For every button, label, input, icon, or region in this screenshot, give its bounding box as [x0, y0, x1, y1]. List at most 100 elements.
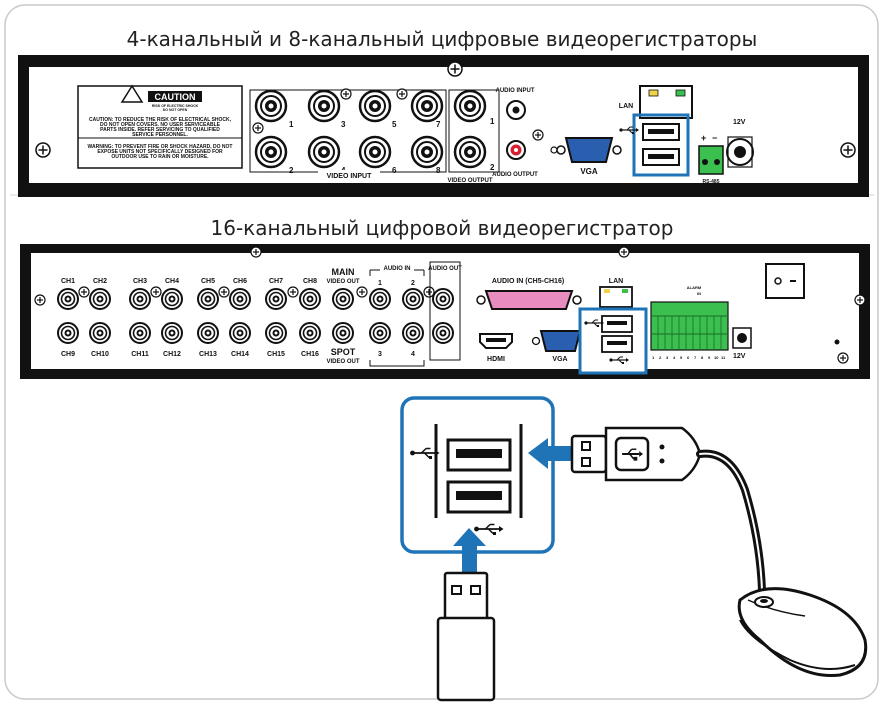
ch-label: CH1	[61, 278, 75, 285]
terminal-number-label: 4	[673, 355, 676, 360]
ch-label: CH3	[133, 278, 147, 285]
bnc-connector	[402, 322, 424, 344]
usb-highlight-box	[632, 113, 690, 177]
power-label: 12V	[733, 119, 746, 126]
terminal-number-label: 1	[652, 355, 655, 360]
caution-label: CAUTION RISK OF ELECTRIC SHOCK DO NOT OP…	[77, 84, 243, 169]
audio-input-label: AUDIO INPUT	[496, 88, 535, 94]
bnc-connector	[332, 322, 354, 344]
ground-screw-icon	[532, 129, 544, 141]
audio-in-port-label: AUDIO IN (CH5-CH16)	[492, 278, 564, 285]
terminal-number-label: 11	[721, 355, 726, 360]
bnc-connector	[89, 322, 111, 344]
ground-screw-icon	[252, 122, 264, 134]
vin-label-7: 7	[436, 120, 441, 129]
audio-out-label: AUDIO OUT	[428, 266, 462, 272]
vga-port: VGA	[531, 330, 582, 363]
terminal-numbers: 1 2 3 4 5 6 7 8 9 10 11	[652, 355, 726, 360]
bnc-connector	[229, 288, 251, 310]
vout-label-2: 2	[490, 163, 495, 172]
audio-num-2: 2	[411, 280, 415, 287]
ch-label: CH10	[91, 351, 109, 358]
hdmi-port: HDMI	[479, 333, 513, 363]
alarm-terminal-block: ALARM IN	[650, 285, 729, 351]
main-video-out-label: MAIN	[332, 267, 355, 277]
lan-port: LAN	[599, 278, 633, 308]
video-input-group: 1 2 3 4 5 6 7 8 VIDEO INPUT	[249, 88, 447, 180]
dvr-16ch-panel: CH1 CH2 CH3 CH4 CH5 CH6 CH7 CH8	[20, 244, 870, 379]
bnc-connector	[369, 288, 391, 310]
bnc-connector	[197, 288, 219, 310]
ground-screw-icon	[35, 142, 51, 158]
ground-screw-icon	[837, 352, 849, 364]
ground-screw-icon	[34, 294, 46, 306]
ground-screw-icon	[356, 286, 368, 298]
audio-num-1: 1	[378, 280, 382, 287]
bottom-title: 16-канальный цифровой видеорегистратор	[211, 216, 674, 240]
bnc-connector	[265, 288, 287, 310]
bnc-connector	[410, 135, 444, 169]
ch-label: CH12	[163, 351, 181, 358]
alarm-in-label: IN	[697, 291, 701, 296]
caution-line-1: CAUTION: TO REDUCE THE RISK OF ELECTRICA…	[89, 117, 232, 123]
top-title: 4-канальный и 8-канальный цифровые видео…	[127, 27, 758, 51]
lan-port: LAN	[619, 85, 693, 119]
ch-label: CH5	[201, 278, 215, 285]
bnc-connector	[129, 322, 151, 344]
bnc-connector	[307, 89, 341, 123]
vin-label-5: 5	[392, 120, 397, 129]
bnc-connector	[432, 288, 454, 310]
video-output-group: 1 2 VIDEO OUTPUT	[447, 89, 500, 184]
usb-port	[446, 480, 512, 514]
vin-label-3: 3	[341, 120, 346, 129]
audio-num-3: 3	[378, 351, 382, 358]
bnc-connector	[89, 288, 111, 310]
terminal-number-label: 10	[714, 355, 719, 360]
usb-port	[446, 438, 512, 472]
terminal-number-label: 2	[659, 355, 662, 360]
rs485-plus: +	[701, 133, 706, 143]
video-output-label: VIDEO OUTPUT	[447, 178, 492, 184]
bnc-connector	[254, 135, 288, 169]
dvr-8ch-panel: CAUTION RISK OF ELECTRIC SHOCK DO NOT OP…	[18, 55, 869, 197]
video-input-label: VIDEO INPUT	[327, 173, 372, 180]
terminal-number-label: 5	[680, 355, 683, 360]
warning-line-1: WARNING: TO PREVENT FIRE OR SHOCK HAZARD…	[88, 144, 233, 150]
ground-screw-icon	[854, 294, 866, 306]
power-label: 12V	[733, 353, 746, 360]
power-jack: 12V	[732, 327, 752, 360]
ch-label: CH7	[269, 278, 283, 285]
ch-label: CH16	[301, 351, 319, 358]
bnc-connector	[332, 288, 354, 310]
bnc-connector	[410, 89, 444, 123]
bnc-connector	[358, 135, 392, 169]
lan-label: LAN	[609, 278, 623, 285]
power-switch	[765, 263, 805, 299]
bnc-connector	[453, 89, 487, 123]
ch-label: CH8	[303, 278, 317, 285]
audio-in-label: AUDIO IN	[384, 266, 411, 272]
ground-screw-icon	[287, 286, 299, 298]
terminal-number-label: 8	[701, 355, 704, 360]
audio-num-4: 4	[411, 351, 415, 358]
bnc-connector	[369, 322, 391, 344]
vga-label: VGA	[552, 356, 567, 363]
power-jack: 12V	[726, 119, 754, 168]
bnc-connector	[129, 288, 151, 310]
terminal-number-label: 7	[694, 355, 697, 360]
bnc-connector	[254, 89, 288, 123]
bnc-connector	[229, 322, 251, 344]
bnc-connector	[402, 288, 424, 310]
vga-label: VGA	[580, 167, 598, 176]
usb-mouse	[570, 426, 868, 678]
ch-label: CH14	[231, 351, 249, 358]
hdmi-label: HDMI	[487, 356, 505, 363]
terminal-number-label: 6	[687, 355, 690, 360]
ground-screw-icon	[447, 61, 463, 77]
rs485-label: RS-485	[703, 179, 720, 185]
main-video-out-sub: VIDEO OUT	[326, 279, 359, 285]
bnc-connector	[299, 322, 321, 344]
bnc-connector	[161, 288, 183, 310]
ch-label: CH9	[61, 351, 75, 358]
